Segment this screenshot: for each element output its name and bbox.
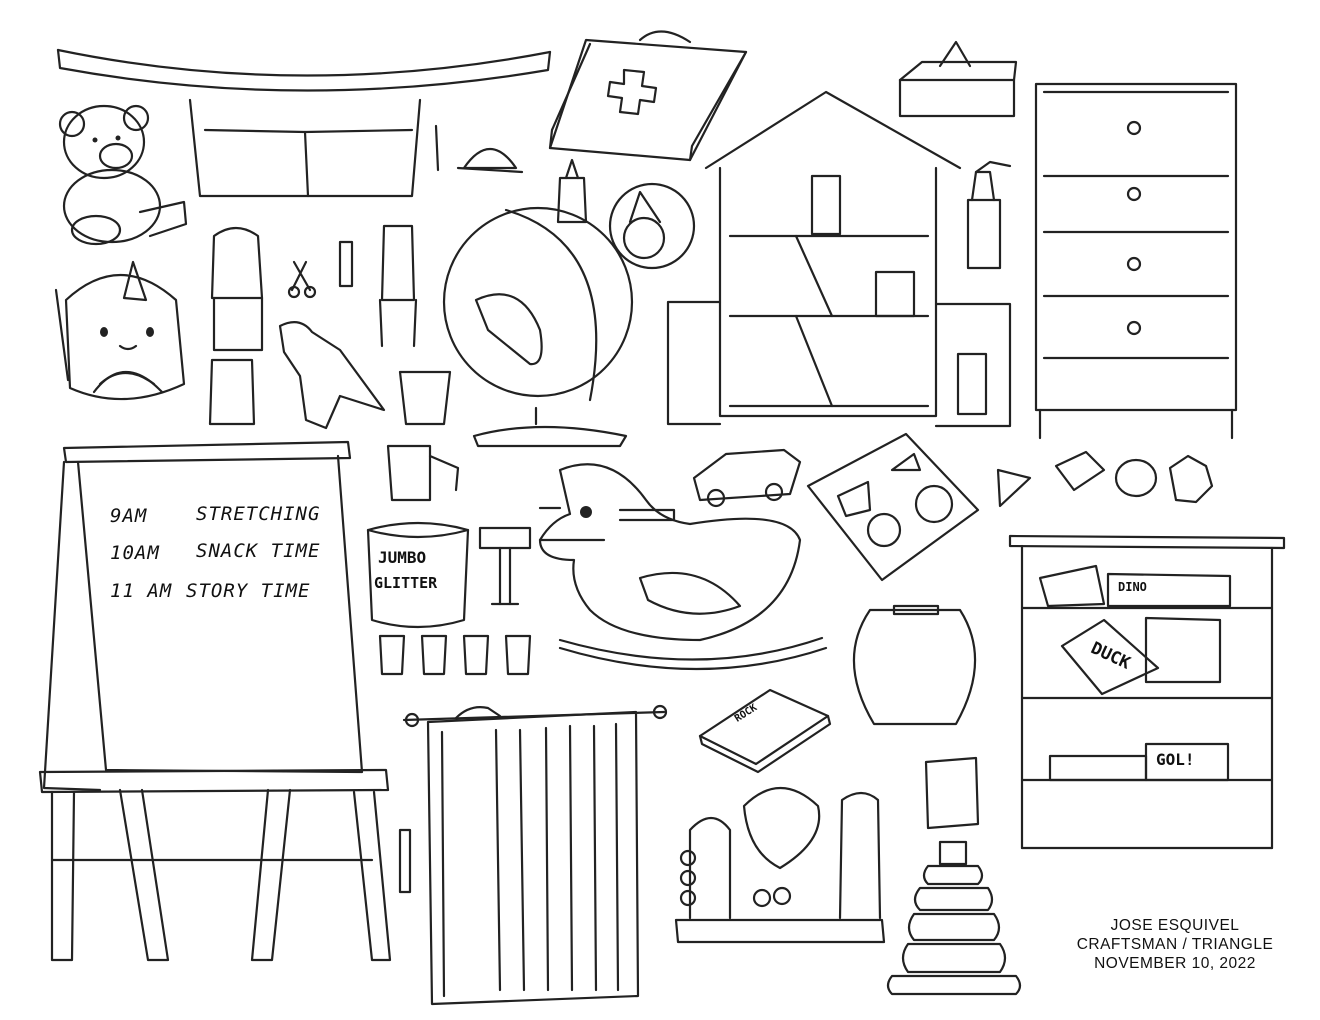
bookshelf: [1010, 536, 1284, 848]
glitter-label-bottom: GLITTER: [374, 574, 438, 592]
small-poster: [926, 758, 978, 828]
studio-name: CRAFTSMAN / TRIANGLE: [1076, 936, 1274, 953]
schedule-activity: SNACK TIME: [196, 540, 321, 562]
schedule-activity: STORY TIME: [186, 580, 311, 602]
mushroom-stool: [480, 528, 530, 604]
artist-name: JOSE ESQUIVEL: [1110, 917, 1240, 934]
credit-date: NOVEMBER 10, 2022: [1094, 955, 1256, 972]
clown-plate: [610, 184, 694, 268]
book-title-gol: GOL!: [1156, 750, 1195, 769]
baby-gate: [404, 706, 666, 1004]
schedule-time: 9AM: [110, 505, 148, 527]
bead-maze: [676, 788, 884, 942]
stacking-rings: [888, 842, 1020, 994]
tissue-box: [900, 42, 1016, 116]
dollhouse: [668, 92, 1010, 426]
globe: [444, 208, 632, 446]
paint-pots: [380, 636, 530, 674]
rocking-duck: [540, 464, 826, 669]
whiteboard-easel: [40, 442, 410, 960]
toy-figures: [210, 226, 458, 500]
supplies-small: [436, 126, 586, 222]
book-title-dino: DINO: [1118, 580, 1147, 594]
window-valance: [58, 50, 550, 196]
unicorn-backpack: [56, 262, 184, 399]
schedule-time: 11 AM: [110, 580, 173, 602]
rock-book: [700, 690, 830, 772]
artist-credit: JOSE ESQUIVEL CRAFTSMAN / TRIANGLE NOVEM…: [1040, 916, 1310, 973]
schedule-time: 10AM: [110, 542, 160, 564]
shape-sorter: [808, 434, 978, 580]
toy-car: [694, 450, 800, 506]
first-aid-kit: [550, 31, 746, 160]
candy-jar: [854, 606, 975, 724]
teddy-bear: [60, 106, 186, 244]
glitter-label-top: JUMBO: [378, 548, 427, 567]
dresser: [1036, 84, 1236, 438]
schedule-activity: STRETCHING: [196, 503, 321, 525]
foam-shapes: [998, 452, 1212, 506]
spray-bottle: [968, 162, 1010, 268]
glitter-jar: [368, 523, 468, 627]
